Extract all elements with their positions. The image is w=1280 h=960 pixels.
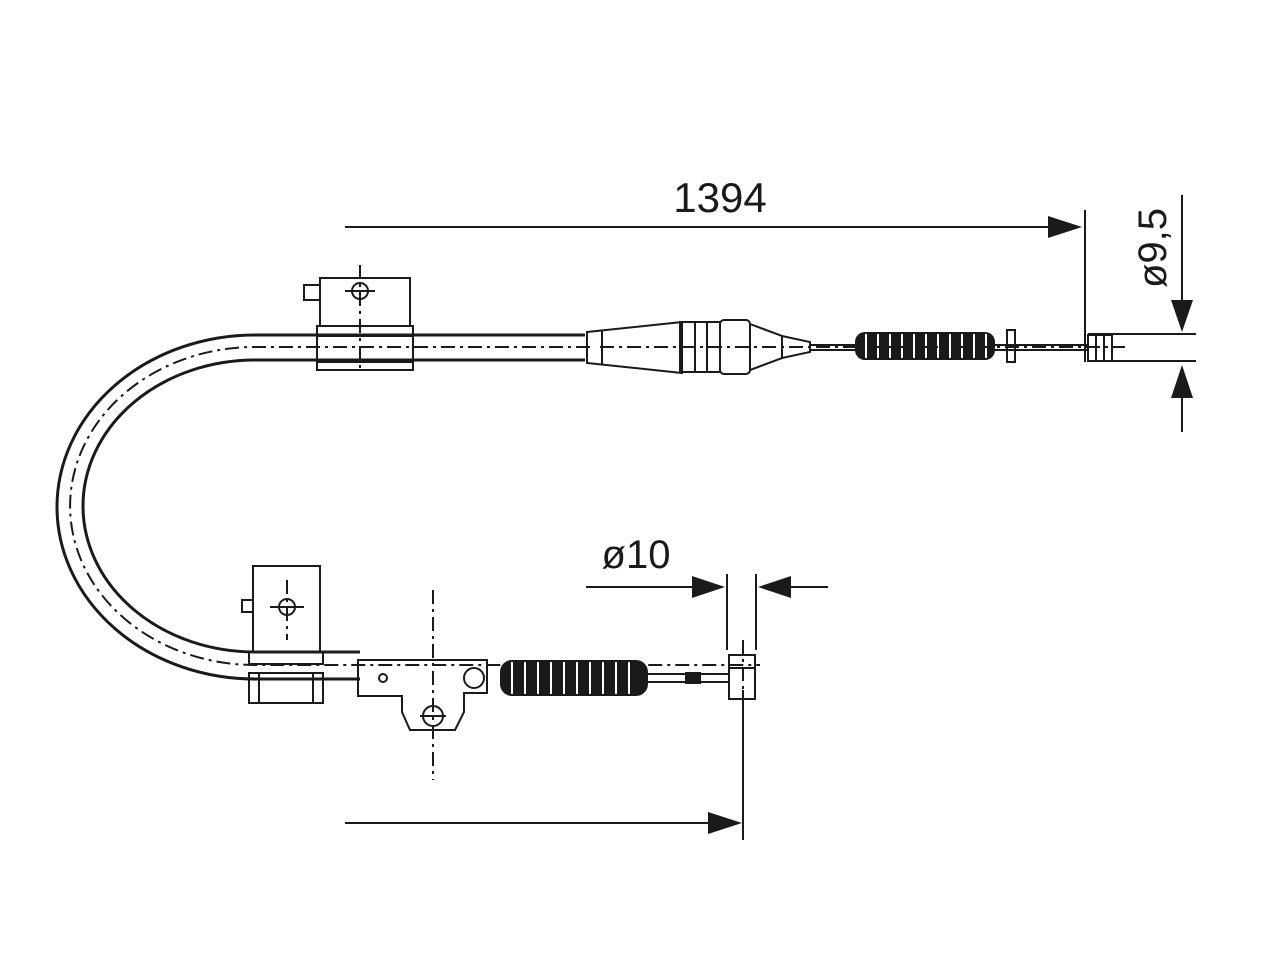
bottom-end-fitting <box>357 590 756 780</box>
bottom-reference-dimension <box>345 690 744 840</box>
diameter-bottom-label: ø10 <box>602 533 671 577</box>
length-dimension: 1394 <box>345 174 1086 362</box>
bottom-mounting-bracket <box>241 565 324 704</box>
diameter-top-dimension: ø9,5 <box>1088 195 1196 432</box>
top-mounting-bracket <box>303 265 414 371</box>
diameter-top-label: ø9,5 <box>1131 208 1175 288</box>
length-label: 1394 <box>673 174 766 221</box>
top-end-fitting <box>586 319 1125 375</box>
diameter-bottom-dimension: ø10 <box>586 533 828 650</box>
cable-sheath <box>55 333 760 681</box>
